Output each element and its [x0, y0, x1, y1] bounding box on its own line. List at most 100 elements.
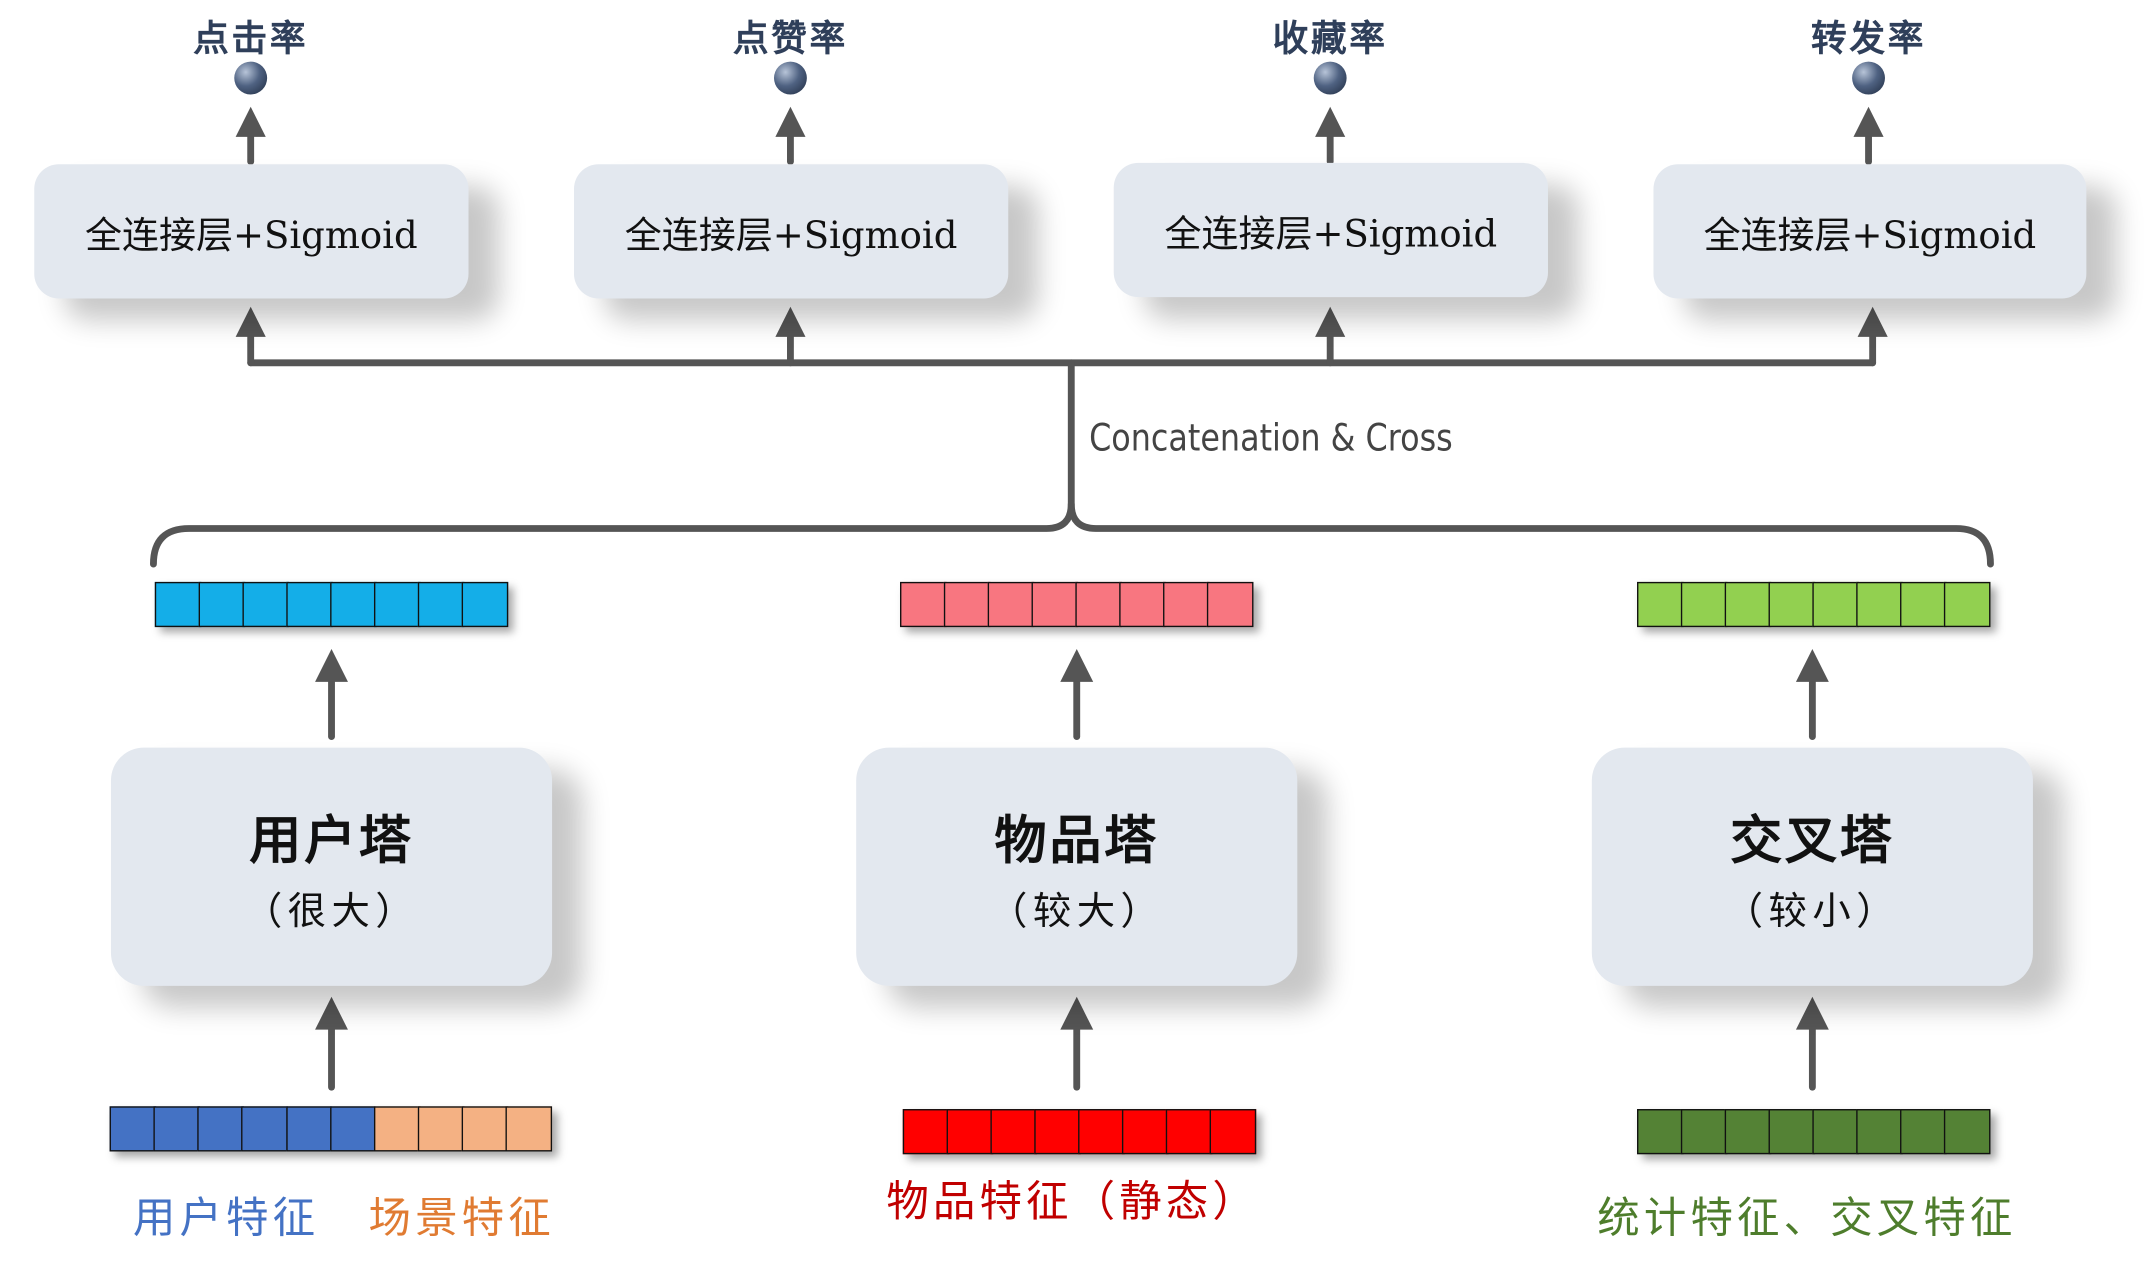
- arrowhead-out-2: [775, 106, 806, 137]
- user-scene-feature-vector: [109, 1106, 553, 1152]
- arrowhead-out-4: [1853, 106, 1884, 137]
- user-tower-size: （很大）: [243, 887, 420, 934]
- fc-layer-label: 全连接层+Sigmoid: [1703, 214, 2037, 257]
- vector-cell: [946, 1109, 993, 1155]
- vector-cell: [1637, 581, 1684, 628]
- vector-cell: [1944, 581, 1991, 628]
- vector-cell: [1768, 1109, 1815, 1155]
- arrowhead-fc-4: [1857, 306, 1888, 337]
- fc-layer-box-2: 全连接层+Sigmoid: [573, 164, 1009, 299]
- output-label-share-rate: 转发率: [1810, 19, 1927, 61]
- vector-cell: [1122, 1109, 1169, 1155]
- vector-cell: [197, 1106, 244, 1152]
- vector-cell: [1163, 581, 1210, 628]
- item-tower-embedding: [900, 581, 1254, 628]
- vector-cell: [286, 581, 333, 628]
- vector-cell: [1637, 1109, 1684, 1155]
- vector-cell: [330, 581, 377, 628]
- user-feature-caption: 用户特征: [132, 1193, 320, 1244]
- arrowhead-tower-3: [1795, 996, 1829, 1030]
- user-tower-box: 用户塔 （很大）: [110, 747, 553, 986]
- vector-cell: [462, 581, 509, 628]
- vector-cell: [1768, 581, 1815, 628]
- vector-cell: [1166, 1109, 1213, 1155]
- arrowhead-tower-1: [315, 996, 348, 1030]
- fc-layer-label: 全连接层+Sigmoid: [85, 214, 418, 257]
- vector-cell: [506, 1106, 553, 1152]
- cross-feature-caption: 统计特征、交叉特征: [1597, 1193, 2017, 1244]
- vector-cell: [902, 1109, 949, 1155]
- vector-cell: [990, 1109, 1037, 1155]
- item-tower-size: （较大）: [989, 887, 1165, 934]
- vector-cell: [241, 1106, 288, 1152]
- vector-cell: [1900, 581, 1947, 628]
- user-tower-title: 用户塔: [249, 808, 414, 871]
- concatenation-label: Concatenation & Cross: [1089, 417, 1453, 461]
- scene-feature-caption: 场景特征: [368, 1193, 555, 1244]
- output-label-like-rate: 点赞率: [732, 19, 848, 61]
- cross-feature-vector: [1637, 1109, 1991, 1155]
- arrowhead-fc-3: [1315, 306, 1346, 337]
- vector-cell: [1724, 1109, 1771, 1155]
- vector-cell: [1119, 581, 1166, 628]
- item-feature-vector: [902, 1109, 1257, 1155]
- vector-cell: [1078, 1109, 1125, 1155]
- arrowhead-tower-2: [1060, 996, 1094, 1030]
- vector-cell: [374, 581, 421, 628]
- vector-cell: [153, 1106, 200, 1152]
- arrowhead-out-1: [235, 106, 266, 137]
- fc-layer-label: 全连接层+Sigmoid: [624, 214, 958, 257]
- vector-cell: [109, 1106, 156, 1152]
- vector-cell: [943, 581, 990, 628]
- cross-tower-embedding: [1637, 581, 1991, 628]
- vector-cell: [1680, 1109, 1727, 1155]
- output-node-4: [1852, 61, 1885, 95]
- cross-tower-title: 交叉塔: [1730, 808, 1895, 871]
- item-feature-caption: 物品特征（静态）: [886, 1177, 1259, 1227]
- vector-cell: [1900, 1109, 1947, 1155]
- output-node-3: [1313, 61, 1347, 95]
- output-label-collect-rate: 收藏率: [1272, 19, 1388, 61]
- vector-cell: [1210, 1109, 1257, 1155]
- vector-cell: [900, 581, 947, 628]
- output-label-ctr: 点击率: [193, 19, 309, 61]
- arrowhead-fc-2: [775, 306, 806, 337]
- vector-cell: [242, 581, 289, 628]
- arrowhead-embed-3: [1795, 649, 1829, 682]
- vector-cell: [1944, 1109, 1991, 1155]
- fc-layer-box-1: 全连接层+Sigmoid: [34, 164, 469, 299]
- cross-tower-size: （较小）: [1724, 887, 1901, 934]
- vector-cell: [329, 1106, 376, 1152]
- vector-cell: [1075, 581, 1122, 628]
- fc-layer-box-3: 全连接层+Sigmoid: [1113, 162, 1548, 298]
- vector-cell: [1812, 581, 1859, 628]
- user-tower-embedding: [154, 581, 509, 628]
- arrowhead-fc-1: [235, 306, 266, 337]
- vector-cell: [285, 1106, 332, 1152]
- vector-cell: [1680, 581, 1727, 628]
- vector-cell: [373, 1106, 421, 1152]
- output-node-2: [773, 61, 807, 95]
- vector-cell: [987, 581, 1034, 628]
- vector-cell: [1031, 581, 1078, 628]
- vector-cell: [1207, 581, 1254, 628]
- vector-cell: [154, 581, 201, 628]
- item-tower-title: 物品塔: [994, 808, 1159, 871]
- vector-cell: [418, 581, 465, 628]
- vector-cell: [1856, 581, 1903, 628]
- vector-cell: [417, 1106, 465, 1152]
- vector-cell: [1812, 1109, 1859, 1155]
- vector-cell: [461, 1106, 509, 1152]
- fc-layer-box-4: 全连接层+Sigmoid: [1653, 164, 2087, 299]
- output-node-1: [234, 61, 268, 95]
- arrowhead-out-3: [1315, 106, 1346, 137]
- vector-cell: [198, 581, 245, 628]
- cross-tower-box: 交叉塔 （较小）: [1591, 747, 2033, 986]
- arrowhead-embed-1: [315, 649, 348, 682]
- concat-brace: [150, 500, 1994, 568]
- item-tower-box: 物品塔 （较大）: [856, 747, 1298, 986]
- vector-cell: [1034, 1109, 1081, 1155]
- arrowhead-embed-2: [1060, 649, 1094, 682]
